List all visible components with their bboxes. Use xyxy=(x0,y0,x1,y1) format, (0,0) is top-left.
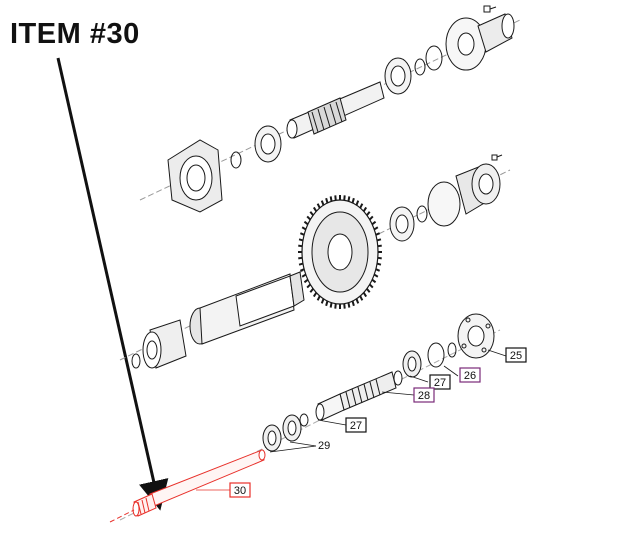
gear-tooth xyxy=(307,216,310,219)
bolt-icon-mid xyxy=(492,155,502,160)
gear-tooth xyxy=(322,299,324,304)
svg-text:26: 26 xyxy=(464,370,476,382)
gear-tooth xyxy=(326,301,327,306)
spacer-item-27 xyxy=(300,414,308,426)
gear-tooth xyxy=(331,303,332,308)
gear-tooth xyxy=(370,216,373,219)
gear-tooth xyxy=(299,239,303,240)
upper-shaft xyxy=(287,82,384,138)
gear-tooth xyxy=(356,299,358,304)
callout-25: 25 xyxy=(506,348,526,362)
callout-27-upper: 27 xyxy=(430,375,450,389)
gear-tooth xyxy=(304,280,307,283)
splined-output-shaft xyxy=(190,272,304,344)
bearing-upper-left xyxy=(255,126,281,162)
svg-text:29: 29 xyxy=(318,440,330,452)
spline-sleeve xyxy=(132,320,186,368)
page-title: ITEM #30 xyxy=(10,18,140,51)
gear-tooth xyxy=(302,227,306,229)
pointer-arrow xyxy=(58,58,157,496)
gear-tooth xyxy=(299,264,303,265)
svg-text:28: 28 xyxy=(418,390,430,402)
callout-28: 28 xyxy=(414,388,434,402)
gear-tooth xyxy=(370,284,373,287)
gear-tooth xyxy=(353,198,354,203)
gear-tooth xyxy=(318,204,320,208)
gear-tooth xyxy=(378,258,382,259)
gear-tooth xyxy=(322,201,324,206)
bearing-item-27-upper xyxy=(403,351,421,377)
gear-tooth xyxy=(367,212,370,216)
gear-tooth xyxy=(298,258,302,259)
gear-tooth xyxy=(360,204,362,208)
gear-tooth xyxy=(356,201,358,206)
gear-tooth xyxy=(364,293,366,297)
gear-tooth xyxy=(298,246,302,247)
gear-tooth xyxy=(302,275,306,277)
bearing-pair-item-29 xyxy=(263,415,301,451)
o-ring-item-26 xyxy=(428,343,444,367)
gear-tooth xyxy=(348,196,349,201)
svg-text:27: 27 xyxy=(434,377,446,389)
cover-plate-upper xyxy=(446,14,514,70)
callout-29: 29 xyxy=(318,440,330,452)
gear-tooth xyxy=(377,264,381,265)
gear-tooth xyxy=(374,275,378,277)
gear-tooth xyxy=(376,269,380,271)
gear-tooth xyxy=(300,233,304,235)
gear-tooth xyxy=(310,212,313,216)
gear-tooth xyxy=(300,269,304,271)
gear-tooth xyxy=(326,198,327,203)
callout-27-lower: 27 xyxy=(346,418,366,432)
gear-tooth xyxy=(367,289,370,293)
gear-tooth xyxy=(307,284,310,287)
bolt-icon-upper xyxy=(484,6,496,12)
snap-ring-lower xyxy=(448,343,456,357)
gear-tooth xyxy=(318,296,320,300)
gear-tooth xyxy=(314,207,316,211)
cover-plate-item-25 xyxy=(458,314,494,358)
snap-ring-mid xyxy=(417,206,427,222)
gear-tooth xyxy=(378,246,382,247)
callout-30: 30 xyxy=(230,483,250,497)
svg-text:25: 25 xyxy=(510,350,522,362)
pinion-shaft-item-28 xyxy=(316,371,402,420)
gear-tooth xyxy=(348,303,349,308)
callout-26: 26 xyxy=(460,368,480,382)
large-spur-gear xyxy=(298,195,382,309)
gear-tooth xyxy=(372,222,375,225)
gear-tooth xyxy=(331,196,332,201)
gear-tooth xyxy=(364,207,366,211)
gear-tooth xyxy=(372,280,375,283)
bearing-gear-right xyxy=(390,207,414,241)
flange-housing-left xyxy=(168,140,222,212)
gear-tooth xyxy=(353,301,354,306)
snap-ring xyxy=(231,152,241,168)
shim-ring xyxy=(426,46,442,70)
cover-cup-mid xyxy=(428,164,500,226)
gear-tooth xyxy=(376,233,380,235)
svg-text:27: 27 xyxy=(350,420,362,432)
bearing-upper-right xyxy=(385,58,411,94)
gear-tooth xyxy=(360,296,362,300)
svg-text:30: 30 xyxy=(234,485,246,497)
gear-tooth xyxy=(377,239,381,240)
gear-tooth xyxy=(374,227,378,229)
gear-tooth xyxy=(314,293,316,297)
gear-tooth xyxy=(304,222,307,225)
gear-tooth xyxy=(310,289,313,293)
